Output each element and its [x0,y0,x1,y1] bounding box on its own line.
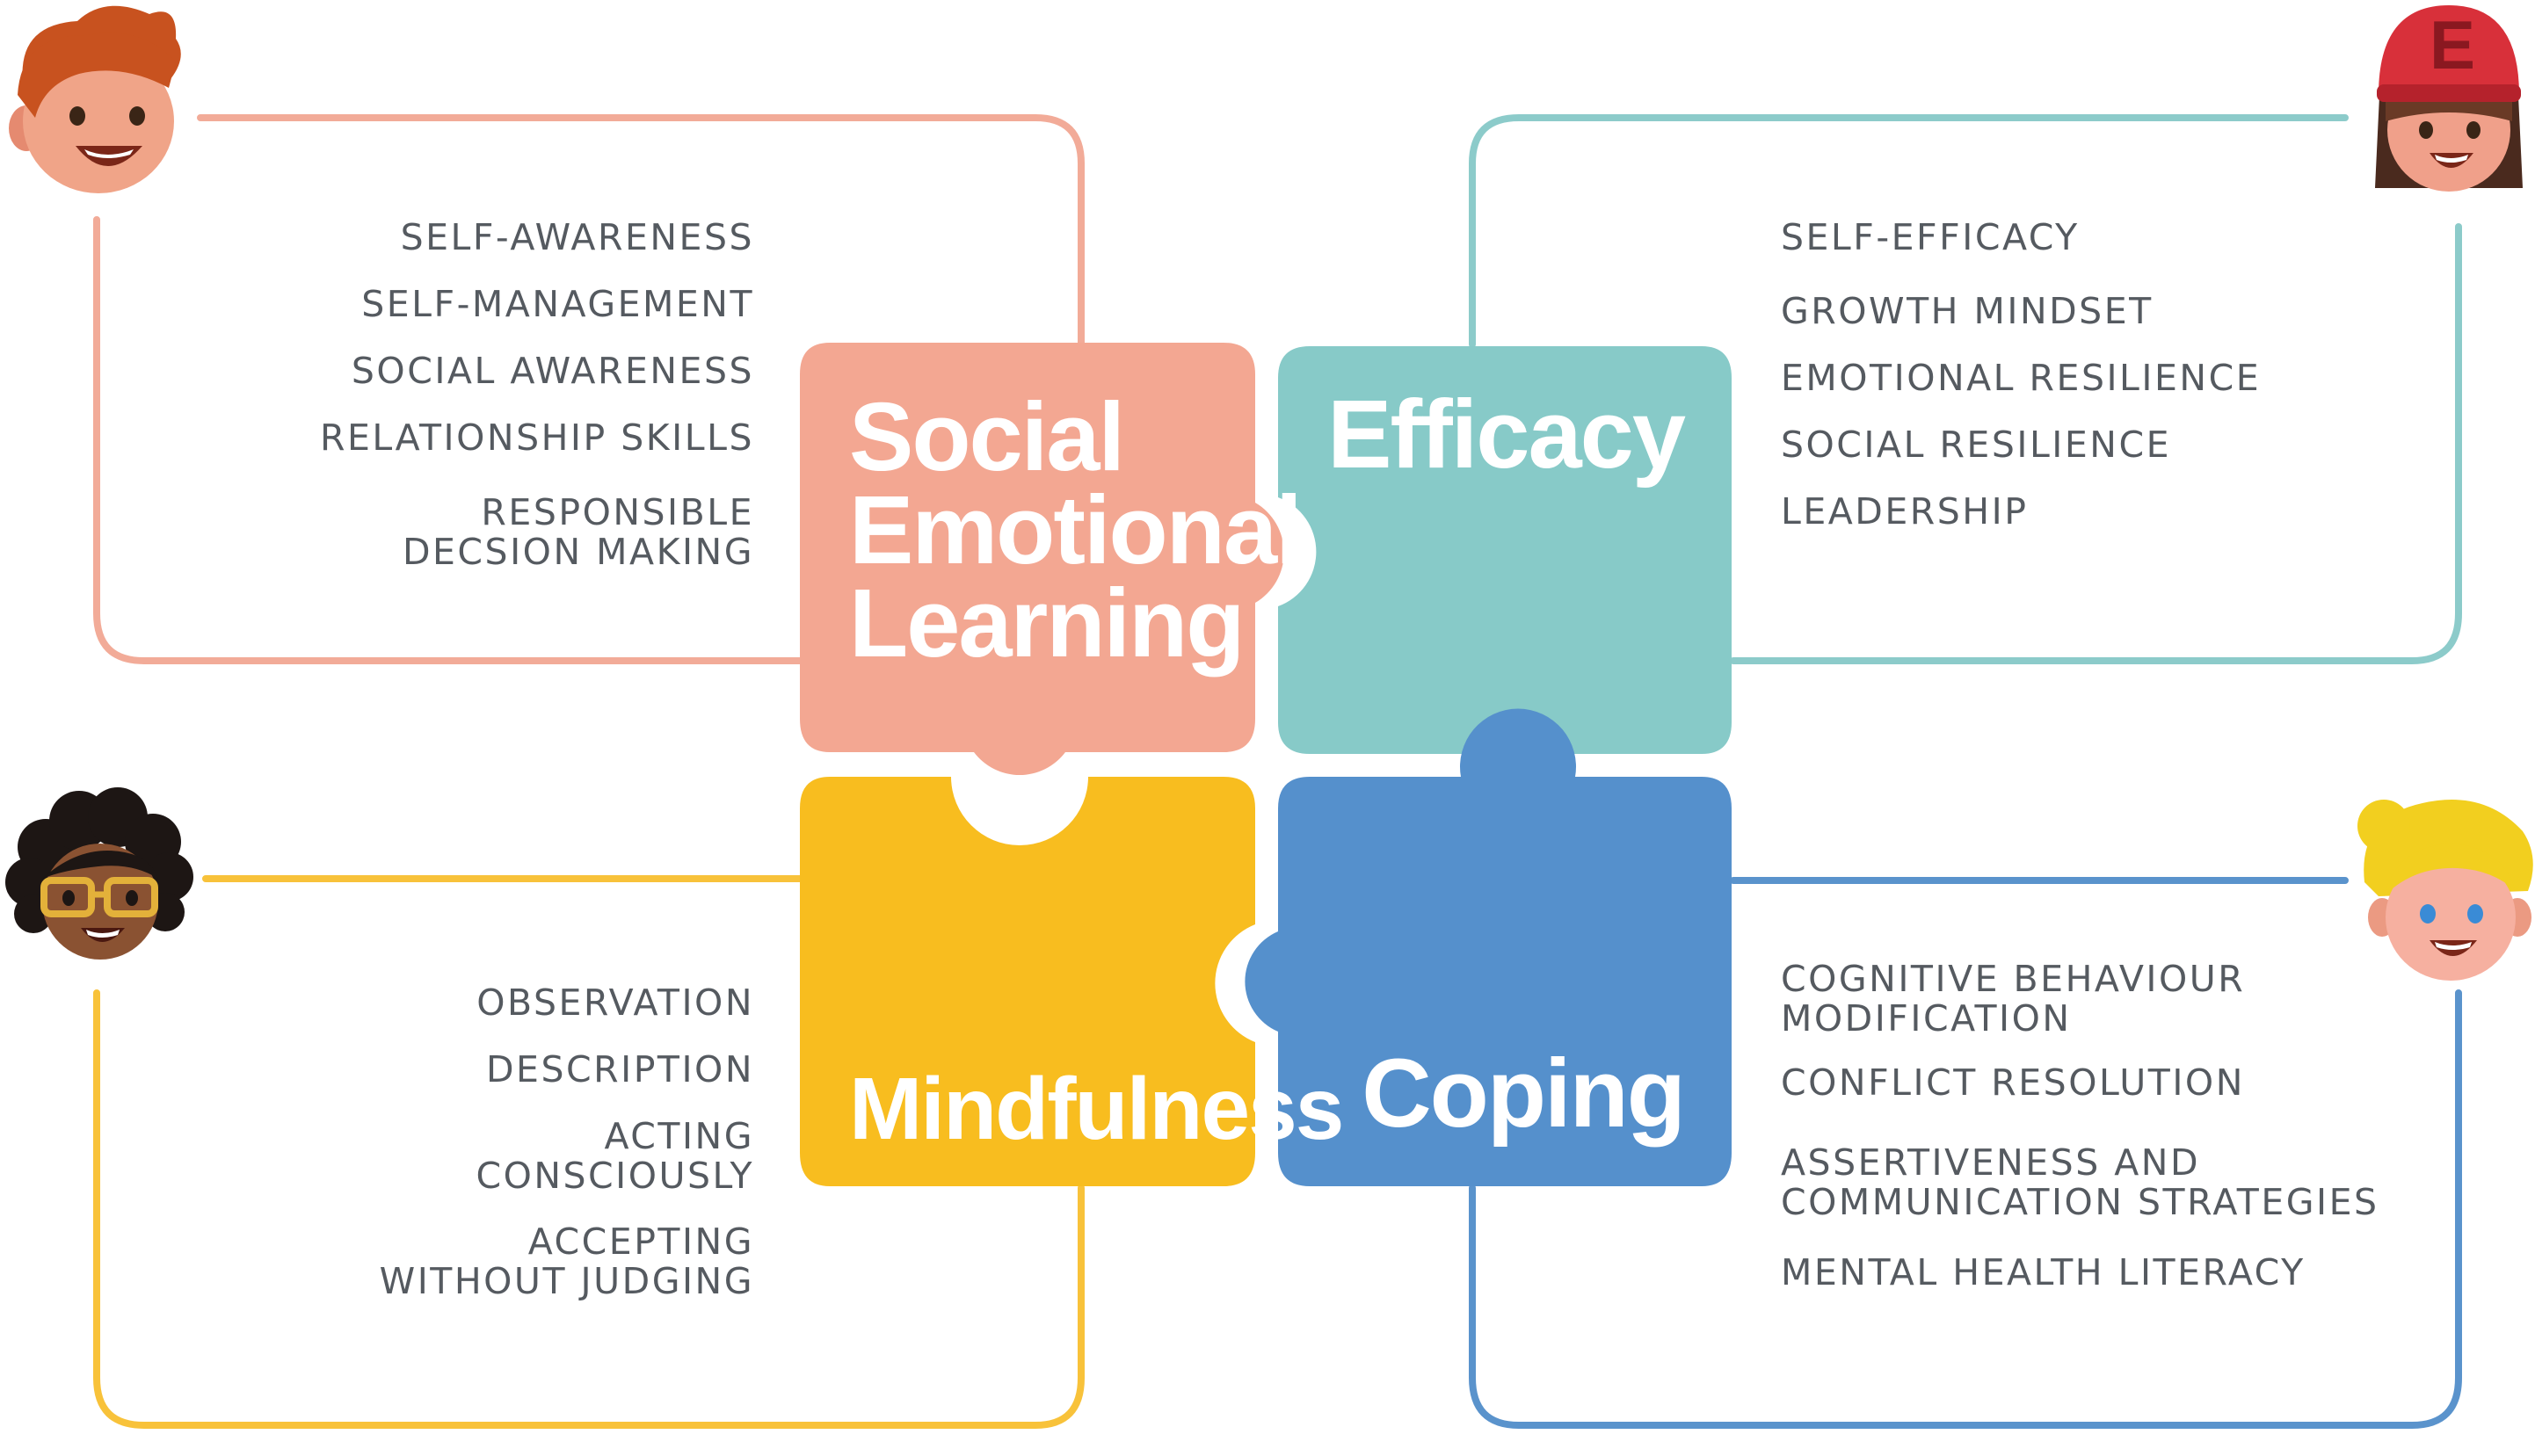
coping-title: Coping [1362,1039,1684,1148]
mindfulness-title: Mindfulness [849,1060,1342,1158]
mindfulness-frame [93,875,1085,1429]
coping-item-1: COGNITIVE BEHAVIOUR MODIFICATION [1781,958,2246,1039]
mindfulness-piece [800,777,1255,1186]
sel-item-1: SELF-AWARENESS [400,216,754,258]
efficacy-item-3: EMOTIONAL RESILIENCE [1781,357,2262,399]
mindfulness-item-4: ACCEPTING WITHOUT JUDGING [379,1221,754,1302]
mindfulness-item-3: ACTING CONSCIOUSLY [476,1115,754,1197]
efficacy-piece [1278,346,1732,754]
sel-title-line-3: Learning [849,569,1244,677]
cap-letter: E [2430,6,2475,83]
efficacy-item-1: SELF-EFFICACY [1781,216,2080,258]
girl-red-cap-icon: E [2375,5,2523,192]
sel-frame [93,114,1085,664]
mindfulness-item-2: DESCRIPTION [485,1048,754,1090]
sel-title-line-2: Emotional [849,476,1301,584]
efficacy-item-4: SOCIAL RESILIENCE [1781,424,2171,466]
coping-item-2: CONFLICT RESOLUTION [1781,1061,2245,1104]
mindfulness-item-1: OBSERVATION [476,982,754,1024]
sel-item-3: SOCIAL AWARENESS [351,350,754,392]
efficacy-title: Efficacy [1327,380,1686,489]
boy-orange-hair-icon [9,5,181,193]
efficacy-item-5: LEADERSHIP [1781,490,2029,532]
efficacy-frame [1469,114,2462,664]
boy-blond-hair-icon [2357,800,2533,981]
coping-frame [1469,877,2462,1429]
sel-title-line-1: Social [849,383,1123,491]
girl-curly-hair-glasses-icon [5,787,193,960]
coping-item-4: MENTAL HEALTH LITERACY [1781,1251,2306,1293]
coping-item-3: ASSERTIVENESS AND COMMUNICATION STRATEGI… [1781,1141,2379,1223]
efficacy-item-2: GROWTH MINDSET [1781,290,2154,332]
sel-piece [800,343,1284,776]
sel-item-2: SELF-MANAGEMENT [361,283,754,325]
sel-item-4: RELATIONSHIP SKILLS [319,417,754,459]
sel-item-5: RESPONSIBLE DECSION MAKING [402,491,754,573]
puzzle: Social Emotional Learning Efficacy Mindf… [800,343,1732,1186]
coping-piece [1245,708,1732,1186]
